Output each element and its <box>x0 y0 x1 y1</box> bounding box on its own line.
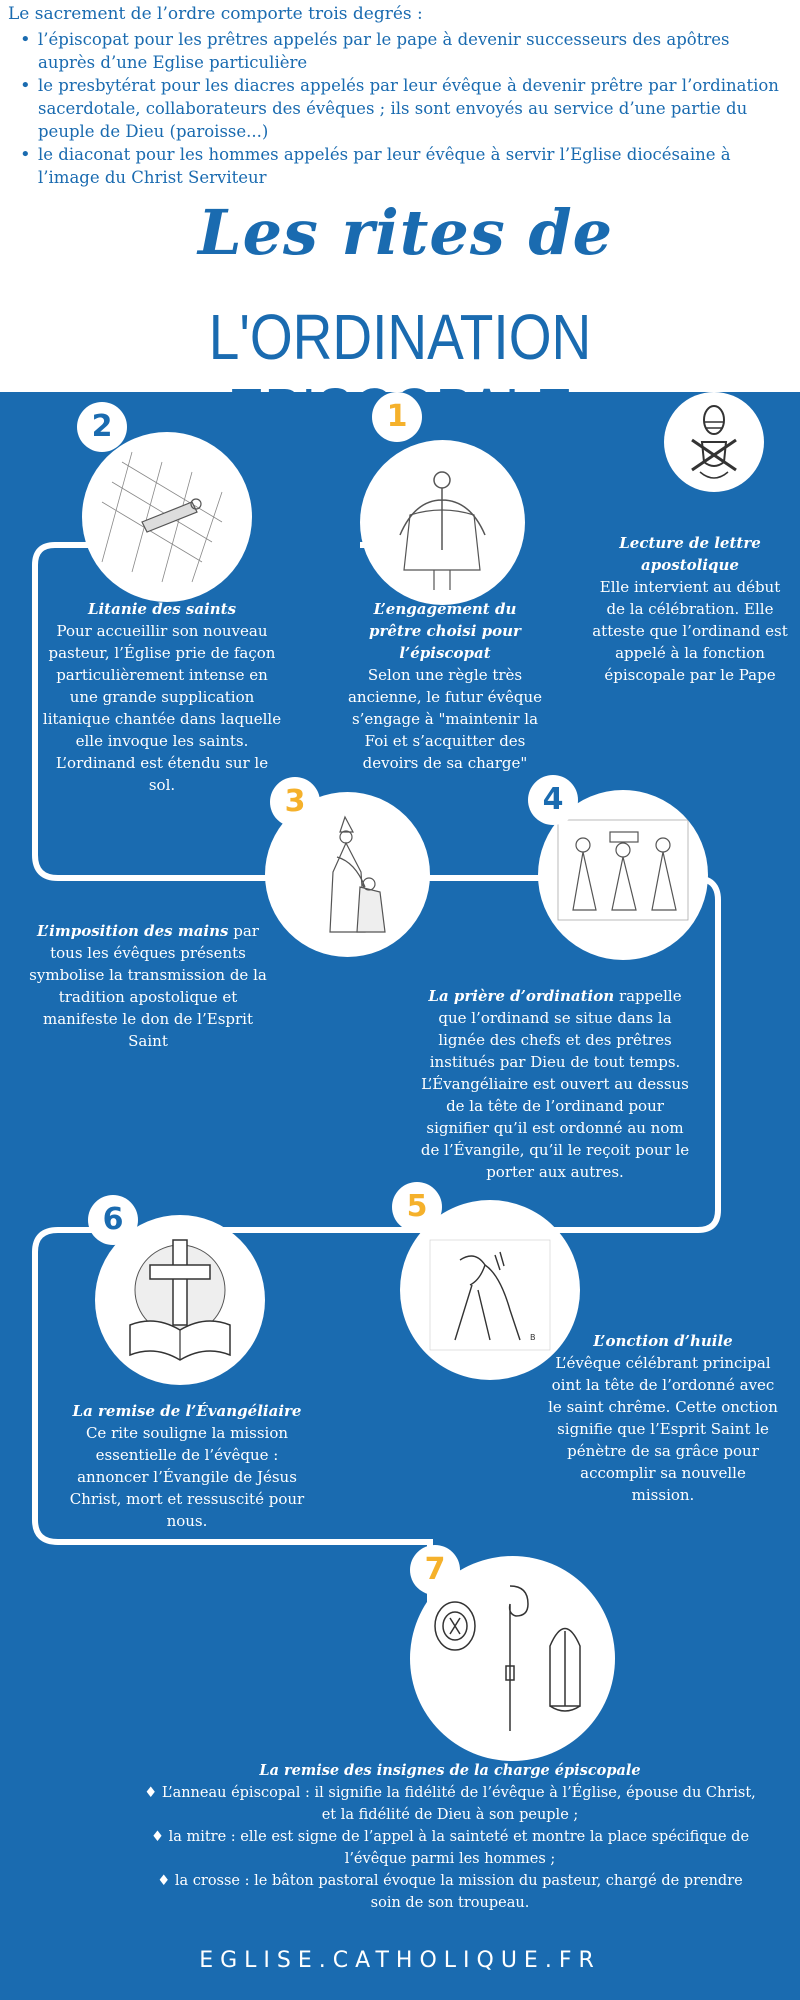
step-4-text: La prière d’ordination rappelle que l’or… <box>420 985 690 1183</box>
step-4-badge: 4 <box>528 775 578 825</box>
title-script: Les rites de <box>198 196 614 269</box>
step-4-body: rappelle que l’ordinand se situe dans la… <box>420 987 690 1181</box>
step-6-heading: La remise de l’Évangéliaire <box>72 1402 302 1420</box>
step-3-body: par tous les évêques présents symbolise … <box>29 922 267 1050</box>
step-3-text: L’imposition des mains par tous les évêq… <box>28 920 268 1052</box>
step-7-heading: La remise des insignes de la charge épis… <box>259 1762 641 1779</box>
step-1-circle <box>360 440 525 605</box>
prostrate-ordinand-icon <box>101 451 223 583</box>
step-2-badge: 2 <box>77 402 127 452</box>
step-6-text: La remise de l’Évangéliaire Ce rite soul… <box>62 1400 312 1532</box>
step-lettre-heading: Lecture de lettre apostolique <box>619 534 761 574</box>
step-6-badge: 6 <box>88 1195 138 1245</box>
insigne-anneau: L’anneau épiscopal : il signifie la fidé… <box>140 1782 760 1826</box>
ring-crosier-mitre-icon <box>434 1585 581 1731</box>
step-5-badge: 5 <box>392 1182 442 1232</box>
svg-text:B: B <box>530 1333 536 1342</box>
step-1-badge: 1 <box>372 392 422 442</box>
step-1-text: L’engagement du prêtre choisi pour l’épi… <box>345 598 545 774</box>
step-lettre-body: Elle intervient au début de la célébrati… <box>592 578 788 684</box>
step-2-text: Litanie des saints Pour accueillir son n… <box>42 598 282 796</box>
papal-coat-of-arms-icon <box>691 405 737 479</box>
priest-with-open-arms-icon <box>399 471 486 590</box>
intro-lead: Le sacrement de l’ordre comporte trois d… <box>8 4 423 24</box>
insigne-mitre: la mitre : elle est signe de l’appel à l… <box>140 1826 760 1870</box>
step-5-circle: B <box>400 1200 580 1380</box>
step-3-heading: L’imposition des mains <box>37 922 229 940</box>
footer-site-link[interactable]: EGLISE.CATHOLIQUE.FR <box>199 1948 601 1973</box>
insigne-crosse: la crosse : le bâton pastoral évoque la … <box>140 1870 760 1914</box>
step-2-circle <box>82 432 252 602</box>
intro-list: l’épiscopat pour les prêtres appelés par… <box>16 28 786 189</box>
step-5-text: L’onction d’huile L’évêque célébrant pri… <box>548 1330 778 1506</box>
step-6-body: Ce rite souligne la mission essentielle … <box>69 1424 305 1530</box>
intro-item-presbyterat: le presbytérat pour les diacres appelés … <box>16 74 786 143</box>
step-7-text: La remise des insignes de la charge épis… <box>140 1760 760 1914</box>
step-2-body: Pour accueillir son nouveau pasteur, l’É… <box>42 622 282 794</box>
step-lettre-text: Lecture de lettre apostolique Elle inter… <box>590 532 790 686</box>
cross-and-open-book-icon <box>129 1239 231 1361</box>
step-5-body: L’évêque célébrant principal oint la têt… <box>548 1354 778 1504</box>
intro-section: Le sacrement de l’ordre comporte trois d… <box>0 0 800 447</box>
anointing-hand-icon: B <box>429 1239 551 1351</box>
bishops-with-gospel-book-icon <box>557 819 689 921</box>
step-7-badge: 7 <box>410 1545 460 1595</box>
step-1-body: Selon une règle très ancienne, le futur … <box>347 666 543 772</box>
step-3-badge: 3 <box>270 777 320 827</box>
step-1-heading: L’engagement du prêtre choisi pour l’épi… <box>369 600 521 662</box>
step-5-heading: L’onction d’huile <box>593 1332 733 1350</box>
step-4-heading: La prière d’ordination <box>428 987 615 1005</box>
laying-on-of-hands-icon <box>329 815 386 933</box>
lettre-circle <box>664 392 764 492</box>
intro-item-episcopat: l’épiscopat pour les prêtres appelés par… <box>16 28 786 74</box>
step-2-heading: Litanie des saints <box>87 600 237 618</box>
step-6-circle <box>95 1215 265 1385</box>
intro-item-diaconat: le diaconat pour les hommes appelés par … <box>16 143 786 189</box>
